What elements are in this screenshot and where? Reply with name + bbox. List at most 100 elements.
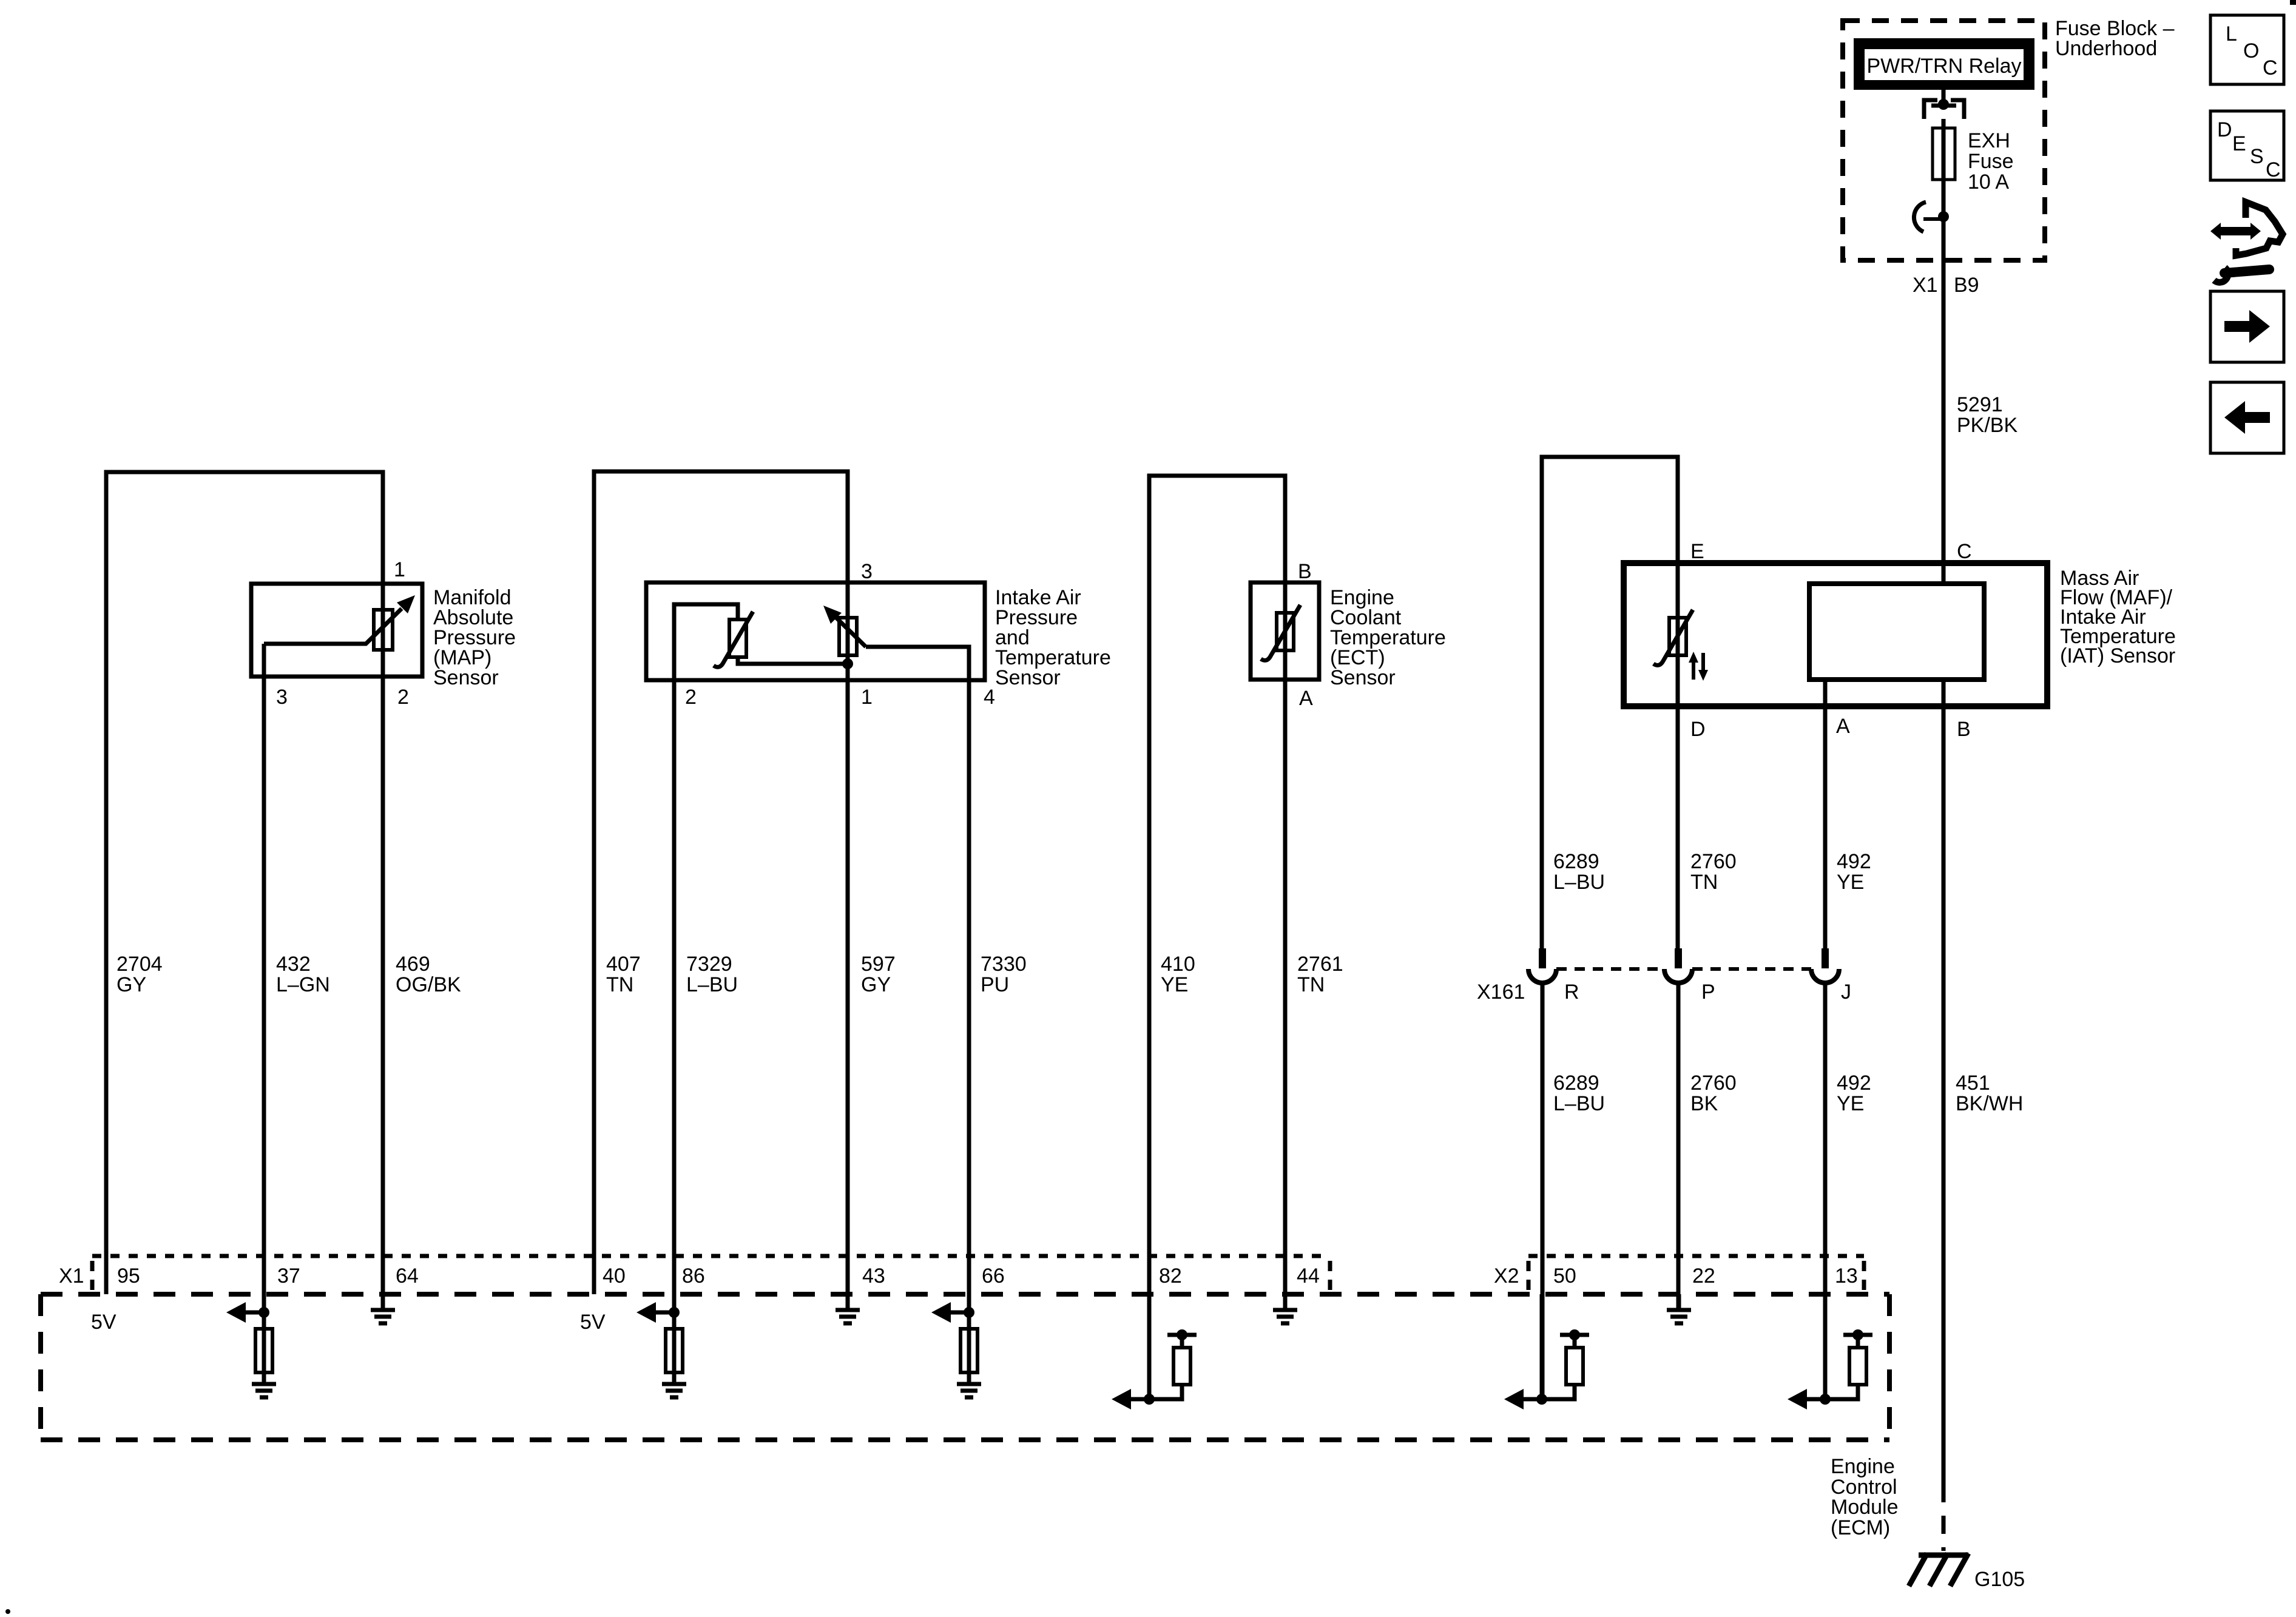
svg-text:TN: TN: [1690, 871, 1718, 894]
svg-text:82: 82: [1159, 1264, 1182, 1288]
svg-text:B: B: [1957, 718, 1971, 741]
svg-text:1: 1: [394, 558, 405, 581]
svg-text:B9: B9: [1954, 274, 1979, 297]
svg-text:O: O: [2243, 39, 2259, 62]
svg-text:6289: 6289: [1553, 1072, 1599, 1095]
svg-text:3: 3: [861, 560, 873, 583]
svg-text:2761: 2761: [1297, 953, 1343, 976]
svg-text:2760: 2760: [1690, 850, 1737, 873]
svg-text:C: C: [2266, 158, 2281, 181]
svg-text:Manifold: Manifold: [433, 586, 512, 609]
svg-text:3: 3: [276, 686, 288, 709]
svg-text:7330: 7330: [981, 953, 1027, 976]
svg-text:Engine: Engine: [1831, 1455, 1895, 1478]
svg-text:Sensor: Sensor: [1330, 666, 1396, 689]
svg-text:5291: 5291: [1957, 393, 2003, 416]
svg-text:PK/BK: PK/BK: [1957, 414, 2017, 437]
svg-text:7329: 7329: [686, 953, 732, 976]
svg-text:E: E: [1690, 540, 1704, 563]
svg-text:410: 410: [1161, 953, 1195, 976]
svg-text:C: C: [2263, 56, 2278, 79]
svg-text:L–BU: L–BU: [1553, 1092, 1605, 1115]
svg-text:Temperature: Temperature: [2060, 625, 2176, 648]
svg-text:X161: X161: [1477, 981, 1525, 1004]
svg-text:L–BU: L–BU: [1553, 871, 1605, 894]
svg-text:YE: YE: [1837, 1092, 1864, 1115]
svg-text:Sensor: Sensor: [995, 666, 1061, 689]
svg-text:R: R: [1564, 981, 1579, 1004]
svg-text:492: 492: [1837, 850, 1871, 873]
svg-text:D: D: [2217, 118, 2232, 141]
svg-text:J: J: [1841, 981, 1851, 1004]
svg-text:A: A: [1299, 687, 1313, 710]
svg-text:22: 22: [1692, 1264, 1715, 1288]
svg-text:(MAP): (MAP): [433, 646, 491, 669]
svg-text:C: C: [1957, 540, 1972, 563]
svg-text:(ECT): (ECT): [1330, 646, 1385, 669]
svg-text:469: 469: [396, 953, 430, 976]
svg-text:L: L: [2226, 22, 2237, 46]
svg-text:37: 37: [277, 1264, 300, 1288]
svg-text:64: 64: [396, 1264, 419, 1288]
svg-text:TN: TN: [606, 973, 633, 996]
svg-text:Sensor: Sensor: [433, 666, 499, 689]
svg-text:40: 40: [603, 1264, 626, 1288]
svg-text:(IAT) Sensor: (IAT) Sensor: [2060, 644, 2175, 667]
svg-text:OG/BK: OG/BK: [396, 973, 461, 996]
svg-text:Intake Air: Intake Air: [995, 586, 1081, 609]
svg-text:EXH: EXH: [1968, 129, 2010, 152]
svg-text:2: 2: [685, 686, 697, 709]
svg-text:66: 66: [982, 1264, 1005, 1288]
svg-text:L–BU: L–BU: [686, 973, 738, 996]
svg-text:Temperature: Temperature: [1330, 626, 1446, 649]
svg-text:X1: X1: [59, 1264, 84, 1288]
svg-text:95: 95: [117, 1264, 140, 1288]
svg-text:YE: YE: [1161, 973, 1188, 996]
svg-text:2: 2: [397, 686, 409, 709]
svg-text:Pressure: Pressure: [433, 626, 516, 649]
svg-text:L–GN: L–GN: [276, 973, 330, 996]
svg-text:86: 86: [682, 1264, 705, 1288]
svg-text:2760: 2760: [1690, 1072, 1737, 1095]
svg-text:10 A: 10 A: [1968, 170, 2009, 194]
svg-text:GY: GY: [116, 973, 146, 996]
svg-text:44: 44: [1297, 1264, 1320, 1288]
svg-text:BK: BK: [1690, 1092, 1718, 1115]
svg-text:B: B: [1298, 560, 1312, 583]
svg-text:Mass Air: Mass Air: [2060, 567, 2139, 590]
svg-text:PWR/TRN Relay: PWR/TRN Relay: [1866, 55, 2021, 78]
svg-text:Coolant: Coolant: [1330, 606, 1402, 629]
svg-text:492: 492: [1837, 1072, 1871, 1095]
svg-text:Fuse: Fuse: [1968, 150, 2014, 173]
svg-text:Absolute: Absolute: [433, 606, 513, 629]
svg-text:A: A: [1836, 715, 1850, 738]
svg-text:Flow (MAF)/: Flow (MAF)/: [2060, 586, 2173, 609]
svg-text:S: S: [2250, 145, 2264, 168]
svg-text:2704: 2704: [116, 953, 163, 976]
svg-text:5V: 5V: [580, 1311, 606, 1334]
svg-text:1: 1: [861, 686, 873, 709]
svg-text:X2: X2: [1494, 1264, 1519, 1288]
svg-text:E: E: [2232, 132, 2246, 155]
svg-text:D: D: [1690, 718, 1706, 741]
svg-text:4: 4: [984, 686, 995, 709]
svg-text:P: P: [1701, 981, 1715, 1004]
svg-text:6289: 6289: [1553, 850, 1599, 873]
svg-text:G105: G105: [1974, 1568, 2025, 1591]
svg-text:597: 597: [861, 953, 896, 976]
svg-text:Fuse Block –: Fuse Block –: [2055, 17, 2175, 40]
svg-text:Underhood: Underhood: [2055, 37, 2157, 60]
svg-text:YE: YE: [1837, 871, 1864, 894]
svg-text:GY: GY: [861, 973, 891, 996]
svg-text:(ECM): (ECM): [1831, 1516, 1890, 1539]
svg-text:PU: PU: [981, 973, 1009, 996]
svg-text:13: 13: [1835, 1264, 1858, 1288]
svg-text:Control: Control: [1831, 1476, 1897, 1499]
svg-text:Module: Module: [1831, 1496, 1899, 1519]
svg-text:and: and: [995, 626, 1030, 649]
svg-text:X1: X1: [1913, 274, 1938, 297]
svg-text:Temperature: Temperature: [995, 646, 1111, 669]
svg-text:Intake Air: Intake Air: [2060, 606, 2146, 629]
svg-text:407: 407: [606, 953, 641, 976]
svg-text:Engine: Engine: [1330, 586, 1394, 609]
